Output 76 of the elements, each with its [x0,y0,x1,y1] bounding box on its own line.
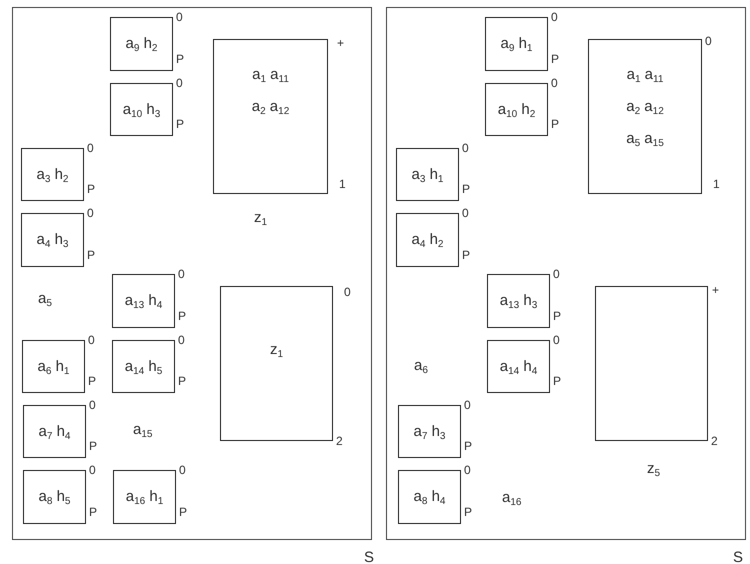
box-text: a$_{14}$ h$_{5}$ [124,358,164,377]
terminal-mark: 0 [89,398,96,412]
terminal-mark: 0 [553,267,560,281]
terminal-mark: P [176,52,184,66]
terminal-mark: 0 [179,463,186,477]
box-text: a$_{2}$ a$_{12}$ [625,98,665,117]
terminal-mark: + [337,36,344,50]
box-text: a$_{7}$ h$_{3}$ [412,423,446,442]
box-text: a$_{5}$ a$_{15}$ [625,130,665,149]
terminal-mark: P [553,374,562,388]
terminal-mark: P [176,117,184,131]
terminal-mark: 1 [713,177,720,191]
box-text: a$_{9}$ h$_{1}$ [500,35,534,54]
box-text: a$_{13}$ h$_{4}$ [124,292,164,311]
box-text: a$_{8}$ h$_{5}$ [38,488,72,507]
terminal-mark: 0 [176,76,183,90]
terminal-mark: z$_{1}$ [254,209,268,230]
box-text: a$_{10}$ h$_{3}$ [122,101,162,120]
box-text: a$_{7}$ h$_{4}$ [38,423,72,442]
terminal-mark: 0 [462,206,469,220]
terminal-mark: 0 [87,206,94,220]
free-label: a$_{5}$ [38,290,52,309]
terminal-mark: 0 [464,398,471,412]
free-label: a$_{16}$ [502,489,522,508]
box-text: a$_{8}$ h$_{4}$ [412,488,446,507]
free-label: a$_{15}$ [133,421,152,440]
terminal-mark: P [178,309,186,323]
box-text: a$_{13}$ h$_{3}$ [498,292,538,311]
box-text: a$_{1}$ a$_{11}$ [251,66,290,85]
terminal-mark: P [464,505,472,519]
terminal-mark: 0 [344,285,351,299]
box-text: a$_{6}$ h$_{1}$ [36,358,70,377]
box-text: a$_{3}$ h$_{2}$ [36,166,70,185]
terminal-mark: z$_{5}$ [647,460,660,481]
terminal-mark: P [553,309,562,323]
terminal-mark: 0 [87,141,94,155]
terminal-mark: P [551,52,560,66]
terminal-mark: P [462,182,470,196]
terminal-mark: P [178,374,186,388]
terminal-mark: 1 [339,177,346,191]
terminal-mark: 0 [88,333,95,347]
box-text: a$_{14}$ h$_{4}$ [498,358,538,377]
box-text: a$_{16}$ h$_{1}$ [124,488,164,507]
box-text: a$_{1}$ a$_{11}$ [626,66,664,85]
terminal-mark: 2 [711,434,718,448]
box-text: a$_{10}$ h$_{2}$ [496,101,536,120]
terminal-mark: P [179,505,188,519]
box-text: a$_{4}$ h$_{2}$ [410,231,444,250]
terminal-mark: P [89,505,98,519]
box-text: a$_{9}$ h$_{2}$ [124,35,158,54]
free-label: a$_{6}$ [414,357,428,376]
terminal-mark: + [712,283,720,297]
terminal-mark: P [88,374,96,388]
terminal-mark: 2 [336,434,343,448]
terminal-mark: P [462,248,470,262]
terminal-mark: 0 [462,141,469,155]
box-text: a$_{3}$ h$_{1}$ [410,166,444,185]
terminal-mark: 0 [464,463,471,477]
terminal-mark: 0 [89,463,96,477]
box-text: a$_{4}$ h$_{3}$ [36,231,70,250]
terminal-mark: P [89,439,98,453]
terminal-mark: 0 [553,333,560,347]
terminal-mark: 0 [705,34,712,48]
box-text: z$_{1}$ [268,341,284,360]
terminal-mark: 0 [551,10,558,24]
box-text: a$_{2}$ a$_{12}$ [250,98,290,117]
terminal-mark: P [87,182,96,196]
terminal-mark: P [551,117,560,131]
terminal-mark: 0 [178,267,185,281]
terminal-mark: S [364,549,374,564]
terminal-mark: P [464,439,472,453]
terminal-mark: 0 [178,333,185,347]
terminal-mark: 0 [176,10,183,24]
terminal-mark: S [733,549,744,564]
terminal-mark: P [87,248,96,262]
terminal-mark: 0 [551,76,558,90]
